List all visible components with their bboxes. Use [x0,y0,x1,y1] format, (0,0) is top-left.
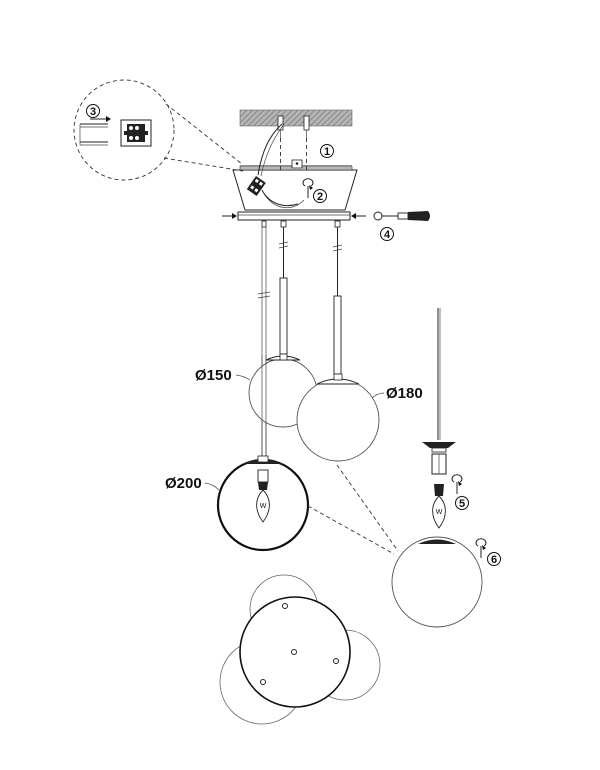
bulb-icon: W [432,484,446,529]
detail-callout: 3 [73,79,244,181]
screwdriver-icon [373,211,430,221]
globe-200: W [216,455,310,552]
svg-text:1: 1 [324,146,330,158]
globe-180 [296,373,380,462]
guide-line [336,464,399,552]
rotate-arrow-icon [451,474,463,494]
globe-exploded [391,536,483,628]
step-6-marker: 6 [487,552,501,566]
step-4-marker: 4 [380,227,394,241]
bulb-icon: W [256,489,270,523]
ceiling-plate [239,109,353,127]
step-1-marker: 1 [320,144,334,158]
bottom-view [219,574,381,725]
guide-line [307,505,395,555]
exploded-socket-assembly [422,308,456,475]
svg-text:W: W [260,503,267,510]
wires [257,123,305,208]
label-d150: Ø150 [195,367,251,384]
svg-text:6: 6 [491,554,497,566]
svg-text:2: 2 [317,191,323,203]
rotate-arrow-icon [475,538,487,558]
base-plate [222,211,366,221]
svg-text:3: 3 [90,106,96,118]
step-5-marker: 5 [455,496,469,510]
rotate-arrow-icon [302,178,314,198]
svg-text:Ø150: Ø150 [195,367,232,384]
svg-text:W: W [436,509,443,516]
svg-text:4: 4 [384,229,391,241]
svg-text:5: 5 [459,498,465,510]
svg-text:Ø200: Ø200 [165,475,202,492]
label-d200: Ø200 [165,475,220,492]
step-2-marker: 2 [313,189,327,203]
svg-text:Ø180: Ø180 [386,385,423,402]
mounting-bracket [239,159,353,173]
canopy [232,169,358,211]
label-d180: Ø180 [371,385,423,402]
terminal-block-icon [246,176,266,196]
